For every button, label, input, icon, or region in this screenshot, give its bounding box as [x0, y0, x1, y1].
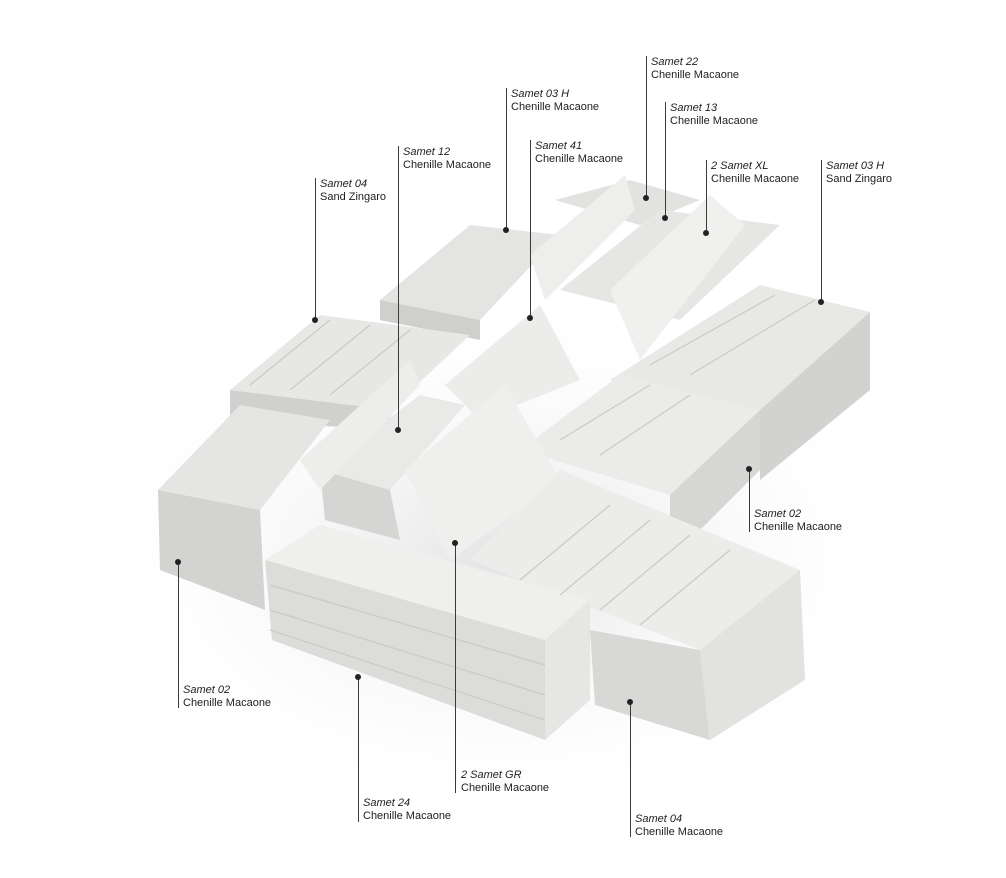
fabric-name: Chenille Macaone: [635, 826, 724, 838]
model-name: Samet 02: [183, 684, 231, 696]
leader-line: [506, 88, 507, 230]
anchor-dot: [746, 466, 752, 472]
anchor-dot: [527, 315, 533, 321]
fabric-name: Chenille Macaone: [183, 697, 272, 709]
fabric-name: Chenille Macaone: [511, 101, 600, 113]
anchor-dot: [703, 230, 709, 236]
leader-line: [665, 102, 666, 218]
anchor-dot: [452, 540, 458, 546]
leader-line: [706, 160, 707, 233]
anchor-dot: [395, 427, 401, 433]
anchor-dot: [503, 227, 509, 233]
model-name: Samet 13: [670, 102, 718, 114]
leader-line: [358, 677, 359, 822]
fabric-name: Chenille Macaone: [651, 69, 740, 81]
fabric-name: Chenille Macaone: [403, 159, 492, 171]
leader-line: [630, 702, 631, 837]
leader-line: [455, 543, 456, 793]
anchor-dot: [312, 317, 318, 323]
model-name: Samet 04: [635, 813, 683, 825]
leader-line: [530, 140, 531, 318]
fabric-name: Chenille Macaone: [754, 521, 843, 533]
leader-line: [178, 562, 179, 708]
anchor-dot: [355, 674, 361, 680]
fabric-name: Chenille Macaone: [461, 782, 550, 794]
model-name: Samet 02: [754, 508, 802, 520]
fabric-name: Chenille Macaone: [363, 810, 452, 822]
fabric-name: Sand Zingaro: [826, 173, 893, 185]
anchor-dot: [818, 299, 824, 305]
model-name: 2 Samet GR: [461, 769, 522, 781]
fabric-name: Chenille Macaone: [711, 173, 800, 185]
leader-line: [821, 160, 822, 302]
fabric-name: Sand Zingaro: [320, 191, 387, 203]
model-name: Samet 41: [535, 140, 583, 152]
anchor-dot: [627, 699, 633, 705]
fabric-name: Chenille Macaone: [670, 115, 759, 127]
anchor-dot: [175, 559, 181, 565]
model-name: Samet 24: [363, 797, 411, 809]
leader-line: [749, 469, 750, 532]
model-name: 2 Samet XL: [711, 160, 769, 172]
leader-line: [646, 56, 647, 198]
model-name: Samet 22: [651, 56, 699, 68]
anchor-dot: [643, 195, 649, 201]
model-name: Samet 12: [403, 146, 451, 158]
fabric-name: Chenille Macaone: [535, 153, 624, 165]
leader-line: [398, 146, 399, 430]
model-name: Samet 03 H: [826, 160, 885, 172]
model-name: Samet 03 H: [511, 88, 570, 100]
anchor-dot: [662, 215, 668, 221]
leader-line: [315, 178, 316, 320]
model-name: Samet 04: [320, 178, 368, 190]
